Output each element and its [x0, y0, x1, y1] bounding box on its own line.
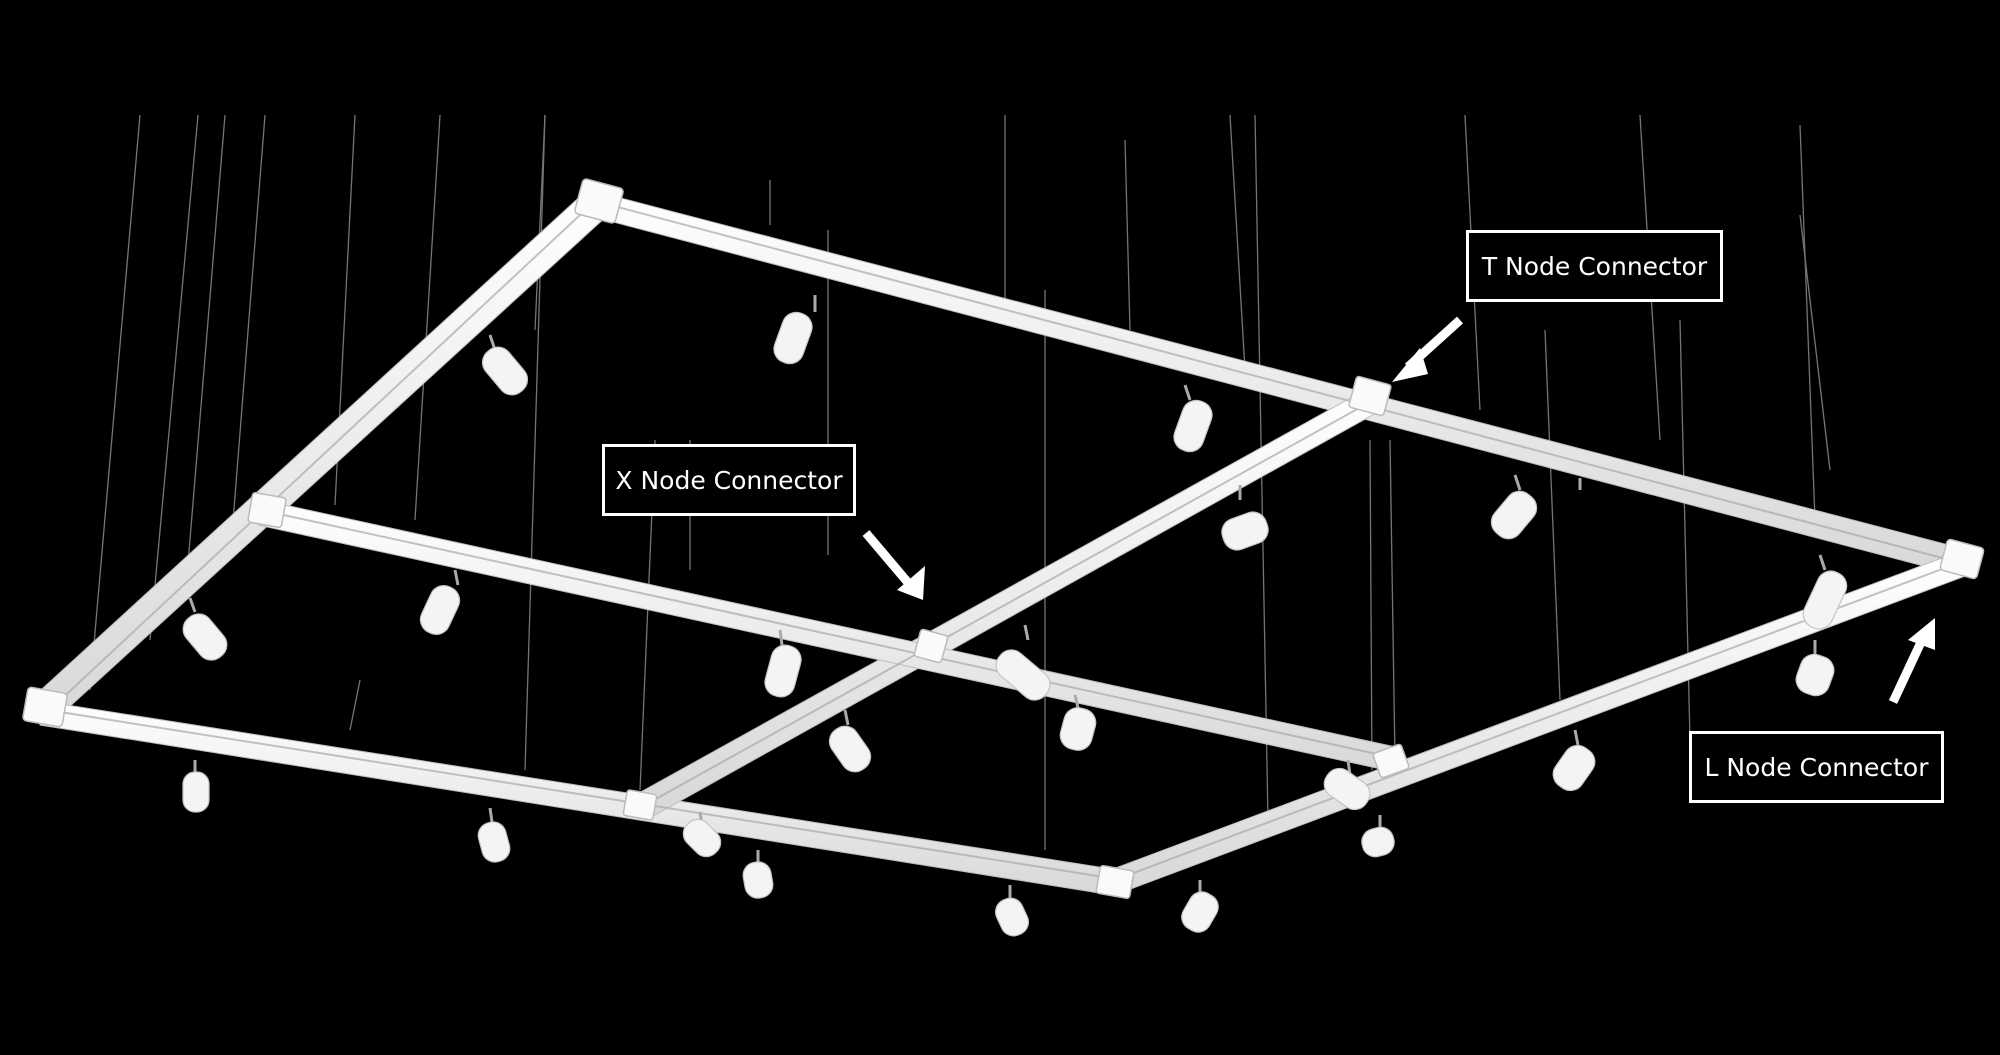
l-node-connector-bottom-right: [1095, 864, 1135, 900]
suspension-wires: [89, 114, 1831, 850]
spotlight: [1059, 694, 1097, 751]
t-node-connector-text: T Node Connector: [1481, 251, 1708, 281]
spotlight: [1323, 759, 1371, 811]
l-node-connector-label: L Node Connector: [1689, 731, 1944, 803]
t-node-arrow-icon: [1392, 316, 1464, 382]
spotlight: [995, 624, 1051, 701]
x-node-connector-label: X Node Connector: [602, 444, 856, 516]
spotlight: [994, 885, 1030, 937]
spotlight: [1221, 485, 1269, 551]
l-node-connector-text: L Node Connector: [1704, 752, 1929, 782]
spotlight: [764, 629, 802, 698]
spotlight: [477, 807, 511, 863]
spotlight: [828, 709, 872, 773]
connectors: [22, 178, 1985, 900]
t-node-connector-top: [1348, 375, 1392, 417]
x-node-connector-text: X Node Connector: [615, 465, 843, 495]
spotlight: [1552, 729, 1596, 792]
spotlight: [481, 334, 529, 396]
spotlight: [419, 569, 461, 635]
t-node-connector-left: [247, 492, 287, 528]
spotlight: [1361, 815, 1395, 858]
spotlight: [1490, 474, 1538, 540]
l-node-connector-top-left: [574, 178, 624, 224]
spotlight: [742, 850, 774, 899]
callout-arrows: [862, 316, 1935, 704]
spotlight: [182, 597, 228, 661]
l-node-connector-right: [1939, 538, 1985, 580]
l-node-arrow-icon: [1888, 618, 1935, 704]
t-node-connector-bottom: [622, 789, 658, 821]
spotlight: [773, 295, 817, 365]
spotlights: [182, 295, 1848, 937]
rail-channels: [54, 204, 1951, 881]
spotlight: [1795, 640, 1835, 697]
t-node-connector-right: [1372, 743, 1410, 779]
spotlight: [182, 760, 210, 813]
spotlight: [1181, 880, 1219, 933]
x-node-connector: [913, 628, 949, 664]
spotlight: [1173, 384, 1213, 453]
l-node-connector-bottom-left: [22, 686, 68, 728]
x-node-arrow-icon: [862, 530, 925, 600]
spotlight: [1802, 554, 1848, 630]
spotlight: [682, 811, 722, 858]
t-node-connector-label: T Node Connector: [1466, 230, 1723, 302]
